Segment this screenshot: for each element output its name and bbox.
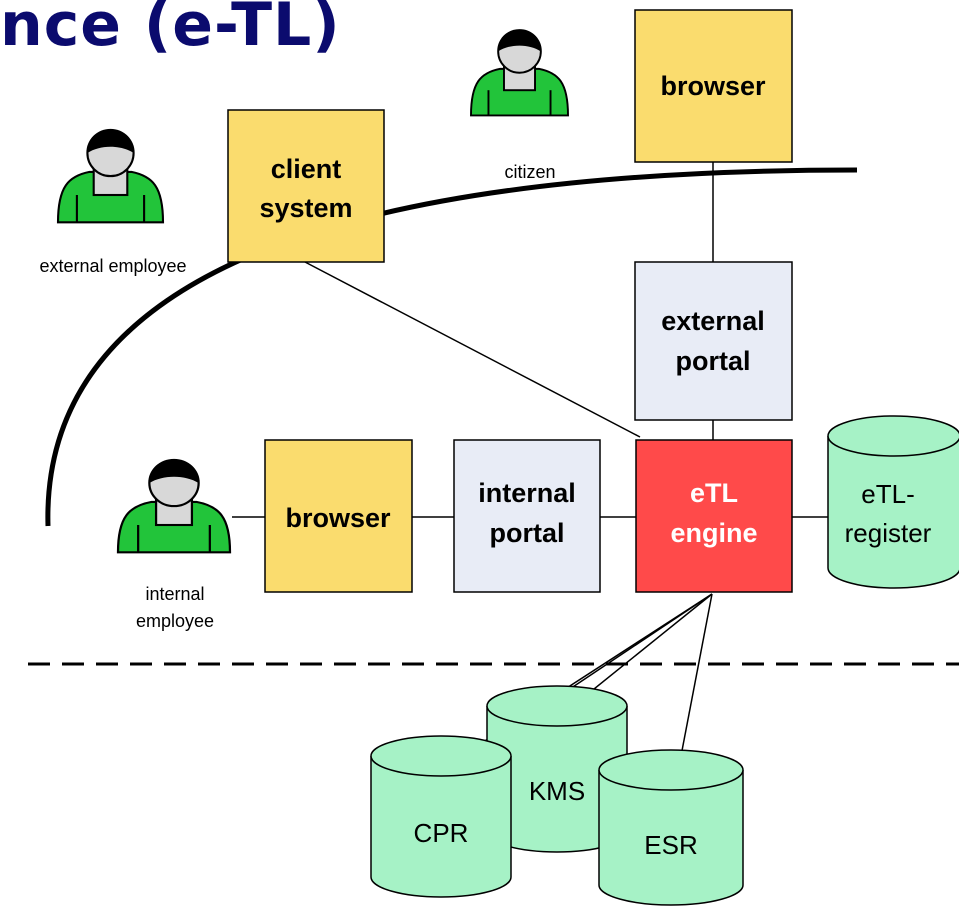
browser-top-box: browser [634, 9, 793, 163]
citizen-label: citizen [504, 162, 555, 182]
esr-label: ESR [644, 830, 697, 860]
etl-register-database: eTL- register [827, 415, 959, 589]
internal-portal-box: internal portal [453, 439, 601, 593]
page-title: nce (e-TL) [0, 0, 341, 60]
citizen-person-icon [470, 29, 569, 117]
internal-portal-label-2: portal [489, 518, 564, 548]
browser-internal-label: browser [285, 503, 391, 533]
kms-database: KMS [486, 685, 628, 853]
external-portal-label-2: portal [675, 346, 750, 376]
etl-register-label-2: register [845, 518, 932, 548]
internal-employee-label-2: employee [136, 611, 214, 631]
etl-engine-label-2: engine [670, 518, 757, 548]
esr-database: ESR [598, 749, 744, 906]
etl-engine-label-1: eTL [690, 478, 738, 508]
kms-label: KMS [529, 776, 585, 806]
internal-portal-label-1: internal [478, 478, 576, 508]
external-portal-box: external portal [634, 261, 793, 421]
browser-internal-box: browser [264, 439, 413, 593]
cpr-database: CPR [370, 735, 512, 898]
external-employee-person-icon [56, 128, 165, 224]
cpr-label: CPR [414, 818, 469, 848]
browser-top-label: browser [660, 71, 766, 101]
etl-engine-box: eTL engine [635, 439, 793, 593]
external-employee-label: external employee [39, 256, 186, 276]
client-system-label-2: system [259, 193, 352, 223]
external-portal-label-1: external [661, 306, 765, 336]
internal-employee-label-1: internal [145, 584, 204, 604]
internal-employee-person-icon [116, 458, 232, 554]
line-client-etl [304, 261, 641, 438]
client-system-box: client system [227, 109, 385, 263]
client-system-label-1: client [271, 154, 342, 184]
etl-register-label-1: eTL- [861, 479, 914, 509]
